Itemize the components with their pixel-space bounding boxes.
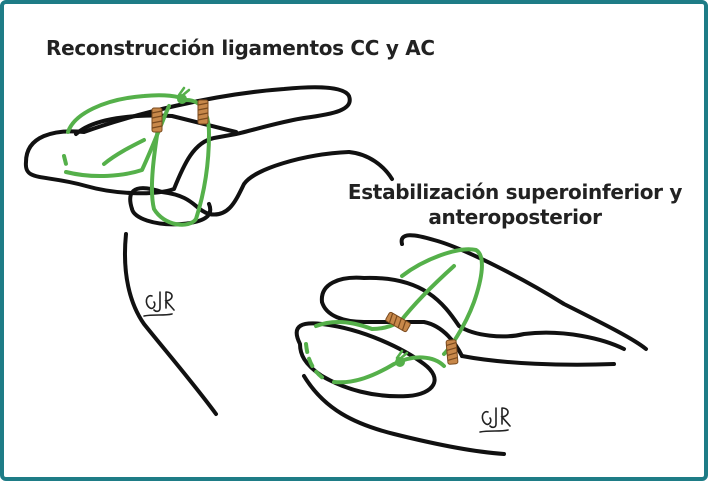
left-shoulder-drawing — [23, 85, 394, 416]
scapula-outline — [347, 150, 394, 181]
suture-knot-icon — [395, 349, 409, 367]
screw-icon — [151, 107, 163, 133]
stabilization-label-line1: Estabilización superoinferior y — [347, 180, 683, 204]
right-sutures — [304, 247, 484, 385]
ligament-reconstruction-label: Reconstrucción ligamentos CC y AC — [46, 36, 435, 60]
shoulder-illustration — [23, 85, 648, 456]
humerus-outline — [122, 202, 218, 416]
clavicle-outline — [74, 113, 238, 136]
stabilization-label: Estabilización superoinferior y anteropo… — [340, 180, 690, 230]
scapula-outline — [302, 374, 506, 456]
acromion-outline — [23, 85, 352, 196]
humerus-outline — [294, 321, 437, 399]
screw-icon — [197, 99, 209, 125]
artist-signature — [143, 291, 175, 317]
coracoid-outline — [128, 150, 351, 217]
scapula-upper — [460, 354, 616, 367]
stabilization-label-line2: anteroposterior — [428, 205, 602, 229]
clavicle-outline — [399, 233, 648, 351]
acromion-outline — [319, 275, 626, 351]
screw-icon — [445, 339, 459, 365]
right-shoulder-drawing — [294, 233, 648, 456]
artist-signature — [479, 407, 511, 433]
suture-knot-icon — [177, 86, 191, 104]
